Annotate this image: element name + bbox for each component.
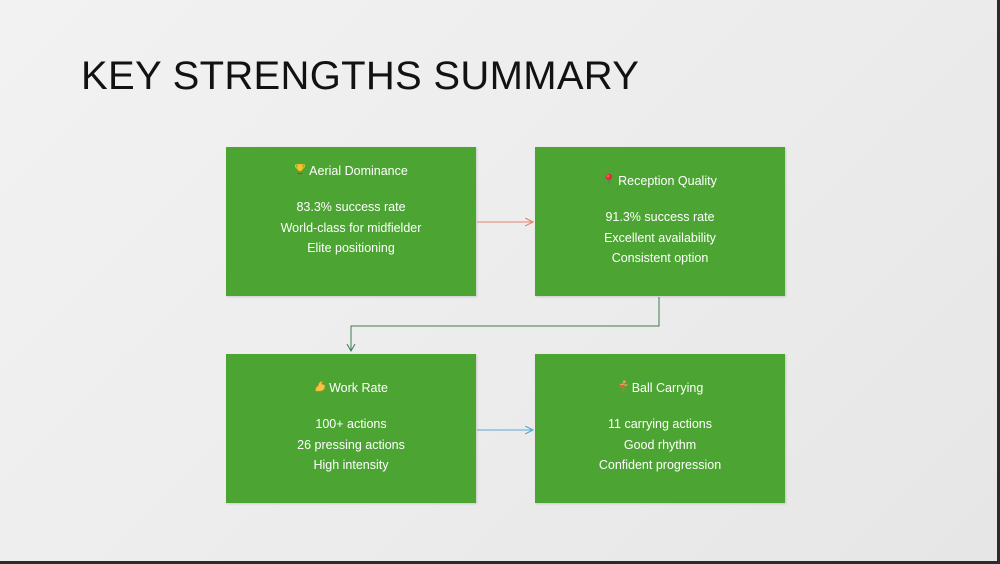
card-heading-text: Aerial Dominance xyxy=(309,164,408,178)
card-line: Consistent option xyxy=(611,251,709,265)
card-line: 26 pressing actions xyxy=(297,437,405,452)
card-line: High intensity xyxy=(313,458,389,472)
card-line: Good rhythm xyxy=(623,437,697,452)
trophy-icon xyxy=(294,163,306,179)
card-line: 83.3% success rate xyxy=(296,200,406,214)
card-heading-text: Ball Carrying xyxy=(631,381,704,395)
slide-title: KEY STRENGTHS SUMMARY xyxy=(81,54,640,98)
card-line: 11 carrying actions xyxy=(608,417,712,431)
arrow-reception-to-work xyxy=(350,297,660,350)
card-heading: Work Rate xyxy=(226,380,476,396)
card-heading-text: Reception Quality xyxy=(618,174,717,188)
card-reception-quality: Reception Quality 91.3% success rate Exc… xyxy=(535,147,785,296)
card-work-rate: Work Rate 100+ actions 26 pressing actio… xyxy=(226,354,476,503)
card-line: Excellent availability xyxy=(604,230,716,245)
card-line: Elite positioning xyxy=(307,241,395,255)
card-line: World-class for midfielder xyxy=(280,220,422,235)
flexed-biceps-icon xyxy=(314,380,326,396)
arrow-reception-to-work-head xyxy=(346,343,356,353)
running-person-icon xyxy=(617,380,629,396)
card-lines: 83.3% success rate World-class for midfi… xyxy=(226,197,476,259)
card-lines: 91.3% success rate Excellent availabilit… xyxy=(535,207,785,269)
card-heading: Ball Carrying xyxy=(535,380,785,396)
card-heading: Aerial Dominance xyxy=(226,163,476,179)
card-line: 91.3% success rate xyxy=(605,210,715,224)
card-line: Confident progression xyxy=(598,458,722,472)
card-heading-text: Work Rate xyxy=(329,381,388,395)
pushpin-icon xyxy=(603,173,615,189)
card-heading: Reception Quality xyxy=(535,173,785,189)
card-lines: 100+ actions 26 pressing actions High in… xyxy=(226,414,476,476)
card-lines: 11 carrying actions Good rhythm Confiden… xyxy=(535,414,785,476)
card-ball-carrying: Ball Carrying 11 carrying actions Good r… xyxy=(535,354,785,503)
card-aerial-dominance: Aerial Dominance 83.3% success rate Worl… xyxy=(226,147,476,296)
card-line: 100+ actions xyxy=(315,417,387,431)
